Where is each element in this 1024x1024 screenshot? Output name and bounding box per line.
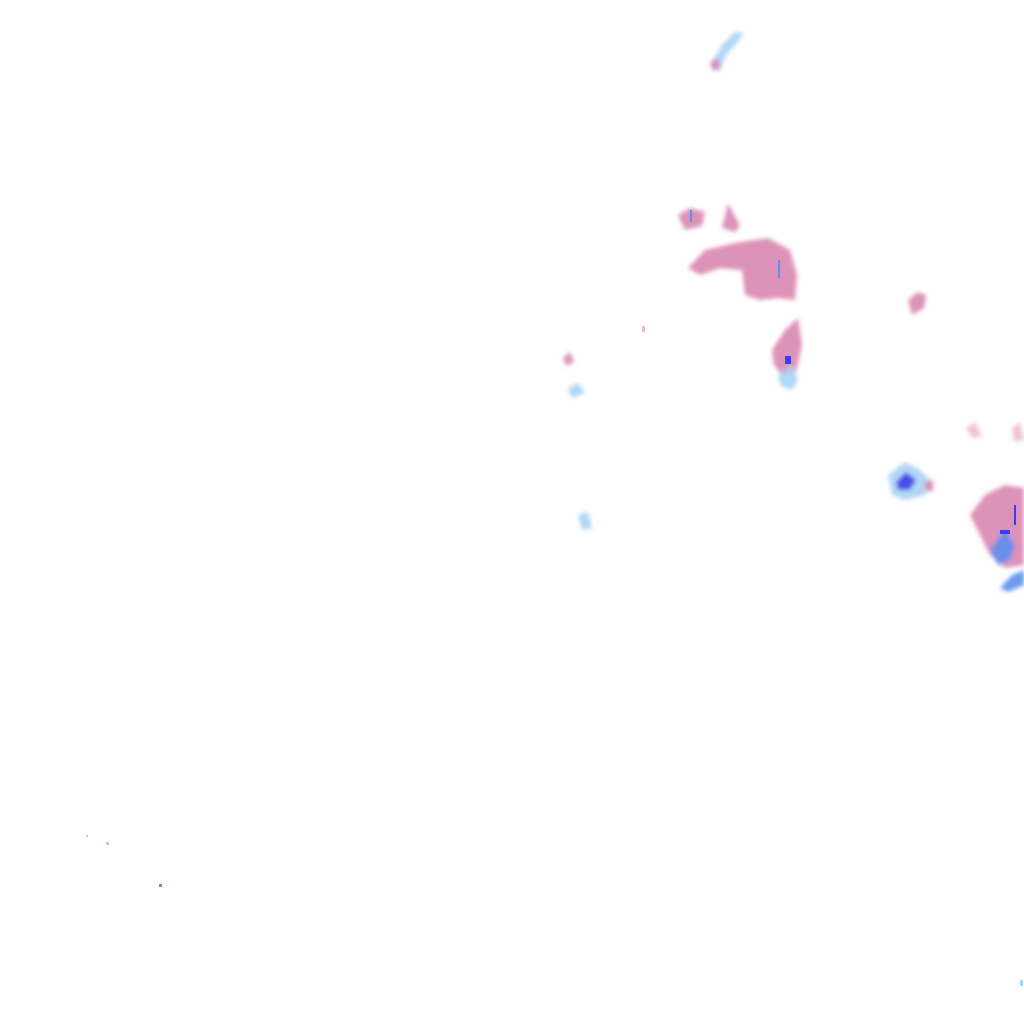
precip-cell <box>778 365 798 390</box>
precip-cell <box>578 512 592 530</box>
precip-cell <box>772 318 802 375</box>
precip-cell <box>712 32 744 70</box>
precip-cell <box>1012 422 1024 442</box>
precip-cell <box>966 422 982 438</box>
precip-cell <box>1000 570 1024 592</box>
precip-speckles <box>86 210 1023 986</box>
precip-cell <box>688 238 797 300</box>
precip-cell <box>990 530 1015 565</box>
precip-cell <box>722 203 740 232</box>
precip-cell <box>908 292 926 315</box>
precip-cell <box>925 480 933 492</box>
precip-cell <box>568 383 585 398</box>
precip-cell <box>563 352 574 366</box>
precip-cell <box>710 58 720 70</box>
precip-cell <box>896 472 916 490</box>
